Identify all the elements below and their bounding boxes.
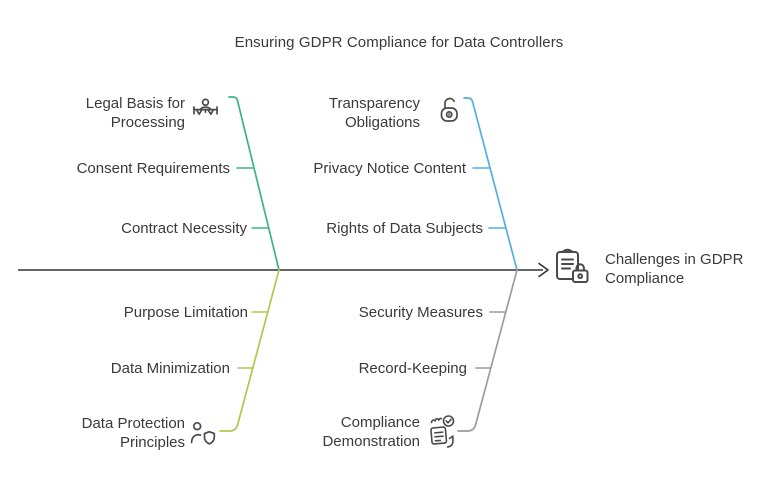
branch-top-left-line bbox=[228, 96, 280, 271]
branch-item-contract-necessity: Contract Necessity bbox=[121, 220, 247, 237]
branch-head-line: Data Protection bbox=[81, 415, 185, 432]
branch-item-consent-requirements: Consent Requirements bbox=[76, 160, 230, 177]
person-scales-icon bbox=[193, 98, 218, 116]
diagram-title: Ensuring GDPR Compliance for Data Contro… bbox=[234, 34, 564, 51]
branch-item-data-minimization: Data Minimization bbox=[110, 360, 230, 377]
branch-bottom-left-line bbox=[219, 269, 280, 432]
branch-head-line: Processing bbox=[110, 114, 185, 131]
spine-arrowhead-icon bbox=[538, 262, 549, 278]
branch-top-right-line bbox=[463, 97, 518, 271]
branch-item-privacy-notice-content: Privacy Notice Content bbox=[313, 160, 466, 177]
branch-item-record-keeping: Record-Keeping bbox=[358, 360, 467, 377]
effect-label: Challenges in GDPR Compliance bbox=[605, 250, 743, 288]
branch-head-line: Legal Basis for bbox=[85, 95, 185, 112]
clipboard-lock-icon bbox=[556, 248, 589, 283]
branch-head-line: Principles bbox=[119, 434, 185, 451]
branch-bottom-right-line bbox=[457, 269, 518, 432]
branch-head-line: Obligations bbox=[344, 114, 420, 131]
branch-head-legal-basis: Legal Basis for Processing bbox=[86, 94, 185, 132]
branch-head-compliance-demonstration: Compliance Demonstration bbox=[322, 413, 420, 451]
branch-head-data-protection: Data Protection Principles bbox=[82, 414, 185, 452]
branch-item-purpose-limitation: Purpose Limitation bbox=[123, 304, 248, 321]
branch-item-rights-of-data-subjects: Rights of Data Subjects bbox=[326, 220, 483, 237]
branch-item-security-measures: Security Measures bbox=[358, 304, 483, 321]
branch-head-line: Demonstration bbox=[322, 433, 420, 450]
open-padlock-icon bbox=[440, 97, 458, 122]
branch-head-line: Transparency bbox=[328, 95, 420, 112]
branch-head-line: Compliance bbox=[340, 414, 420, 431]
branch-head-transparency: Transparency Obligations bbox=[329, 94, 420, 132]
person-shield-icon bbox=[190, 421, 216, 445]
effect-label-line: Challenges in GDPR bbox=[605, 251, 744, 268]
checklist-hand-icon bbox=[430, 415, 455, 448]
effect-label-line: Compliance bbox=[605, 270, 685, 287]
